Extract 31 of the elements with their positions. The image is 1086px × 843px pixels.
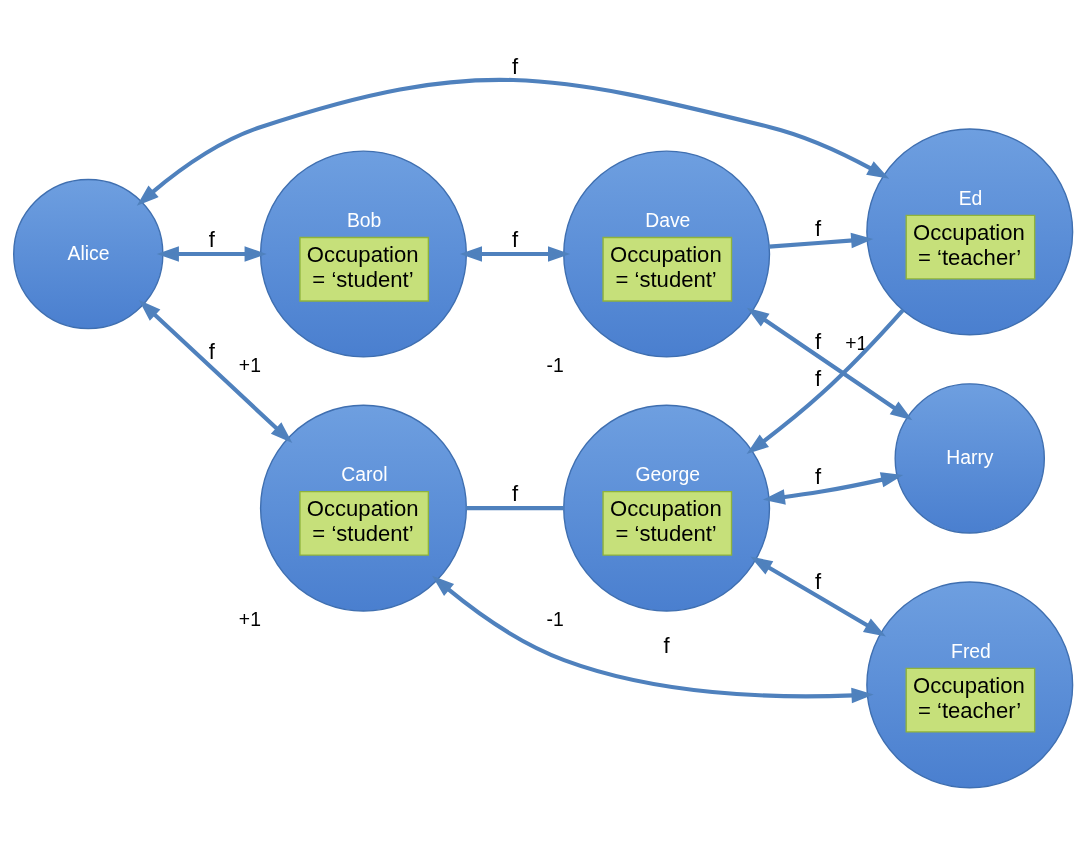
connector (466, 505, 564, 510)
edge-label: f (511, 53, 519, 79)
arrow (769, 232, 874, 249)
edge-label: f (511, 480, 519, 506)
node-circle: Fred Occupation = ‘teacher’ (866, 580, 1074, 788)
edge-label: f (815, 365, 822, 391)
arrow (762, 471, 904, 505)
node-label: -1 (546, 354, 564, 376)
edge-label: f (815, 328, 822, 354)
arrow (136, 77, 890, 206)
edge-label: f (511, 226, 519, 252)
edge-label: f (663, 632, 670, 658)
edge-label: f (208, 338, 215, 364)
node-circle: Harry (894, 382, 1045, 534)
edge-label: f (815, 215, 822, 241)
arrow (432, 575, 874, 703)
node-circle: Carol Occupation = ‘student’ (259, 404, 468, 612)
node-label: +1 (845, 332, 868, 354)
arrow (750, 556, 886, 636)
node-circle: Bob Occupation = ‘student’ (259, 149, 468, 358)
edge-label: f (815, 568, 822, 594)
edge-label: f (815, 463, 822, 489)
edge-label: f (208, 226, 215, 252)
arrow (459, 245, 571, 262)
node-label: +1 (238, 608, 261, 630)
arrow (746, 307, 913, 420)
arrow (138, 299, 293, 443)
arrow (746, 308, 905, 454)
node-label: -1 (546, 608, 564, 630)
node-label: +1 (238, 354, 261, 376)
arrow (156, 245, 267, 262)
